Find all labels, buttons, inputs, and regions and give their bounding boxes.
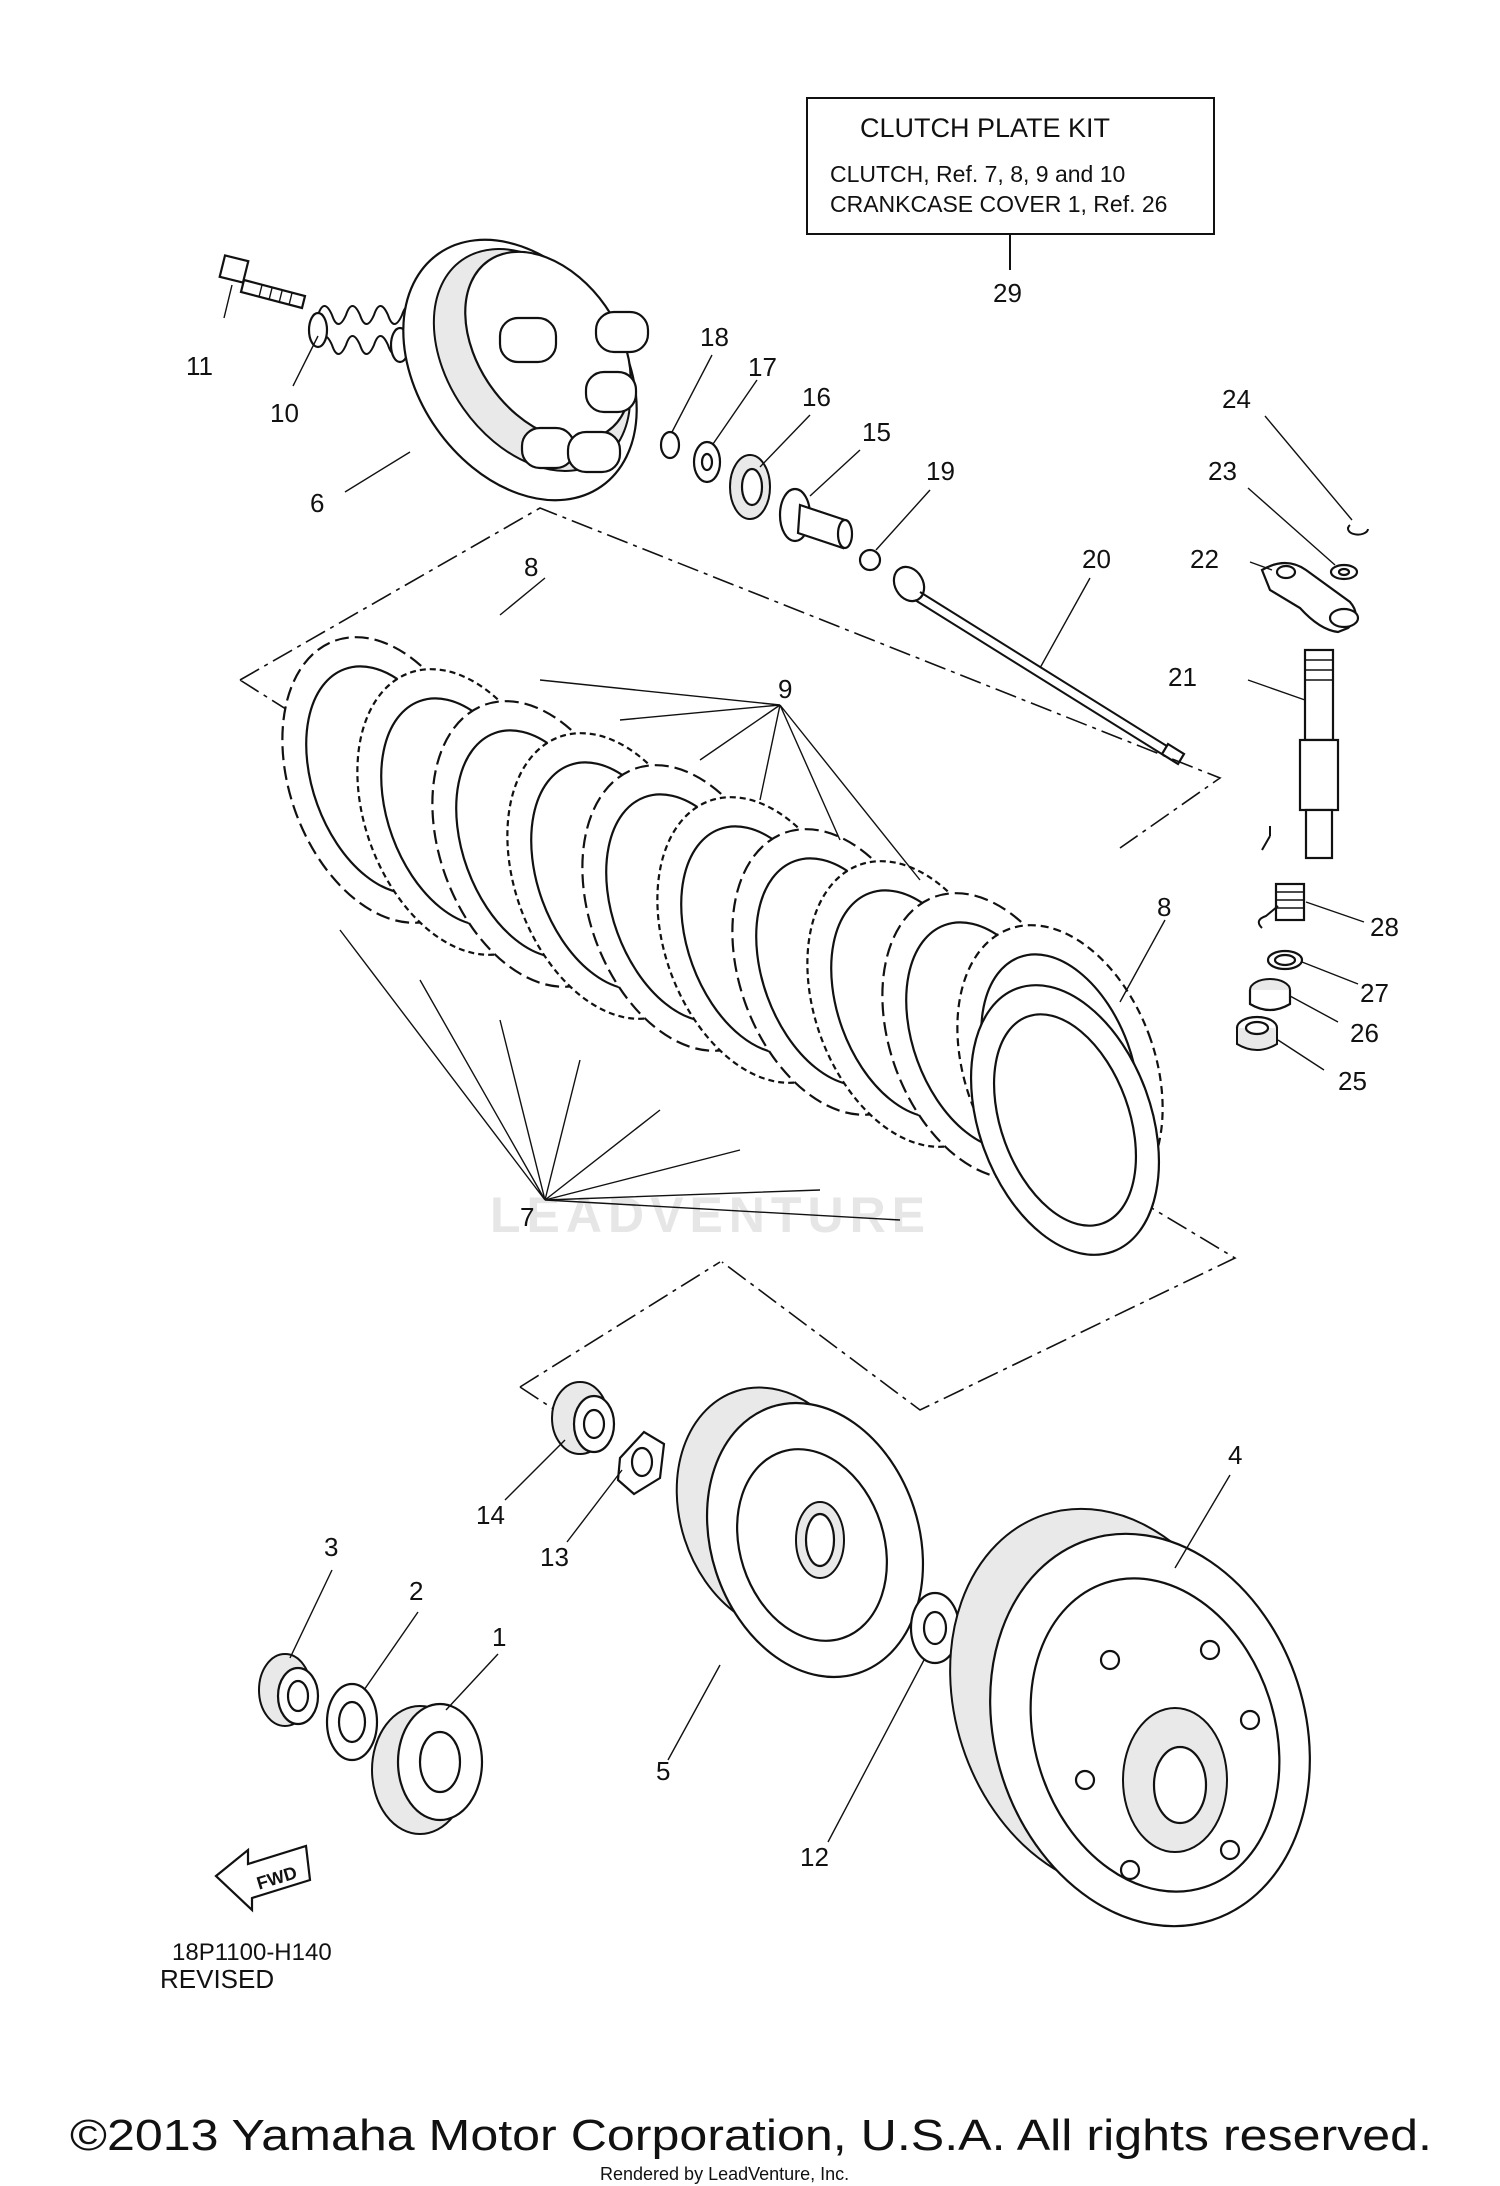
part-11-bolt: [218, 254, 307, 310]
part-12-washer: [909, 1591, 961, 1665]
kit-line-2: CRANKCASE COVER 1, Ref. 26: [830, 191, 1167, 217]
part-2-washer: [325, 1682, 379, 1762]
callout-15: 15: [862, 417, 891, 447]
callout-6: 6: [310, 488, 324, 518]
part-24-circlip: [1347, 524, 1369, 536]
part-21-shaft: [1298, 648, 1340, 860]
watermark: LEADVENTURE: [490, 1187, 931, 1243]
reference-lines: [339, 679, 921, 1221]
copyright-notice: ©2013 Yamaha Motor Corporation, U.S.A. A…: [70, 2111, 1432, 2160]
callout-29: 29: [993, 278, 1022, 308]
callout-10: 10: [270, 398, 299, 428]
callout-23: 23: [1208, 456, 1237, 486]
callout-8b: 8: [1157, 892, 1171, 922]
callout-2: 2: [409, 1576, 423, 1606]
callout-12: 12: [800, 1842, 829, 1872]
part-6-pressure-plate: [402, 238, 650, 502]
part-19-ball: [858, 548, 882, 572]
callout-7: 7: [520, 1202, 534, 1232]
rendered-by: Rendered by LeadVenture, Inc.: [600, 2164, 849, 2184]
revision-label: REVISED: [160, 1964, 274, 1994]
part-22-lever: [1260, 561, 1360, 634]
callout-8a: 8: [524, 552, 538, 582]
callout-5: 5: [656, 1756, 670, 1786]
clutch-plate-kit-box: CLUTCH PLATE KIT CLUTCH, Ref. 7, 8, 9 an…: [806, 97, 1215, 308]
callout-14: 14: [476, 1500, 505, 1530]
callout-24: 24: [1222, 384, 1251, 414]
part-16-bearing: [729, 454, 771, 520]
callout-28: 28: [1370, 912, 1399, 942]
part-17-washer: [692, 440, 722, 484]
part-20-push-rod-2: [892, 565, 1186, 766]
kit-line-1: CLUTCH, Ref. 7, 8, 9 and 10: [830, 161, 1125, 187]
part-25-bearing: [1235, 1015, 1279, 1051]
callout-18: 18: [700, 322, 729, 352]
clutch-plate-stack: [281, 636, 1164, 1256]
part-26-oil-seal: [1248, 978, 1292, 1012]
callout-26: 26: [1350, 1018, 1379, 1048]
hub-group-outline: [519, 1261, 721, 1411]
part-3-nut: [258, 1653, 320, 1727]
callout-4: 4: [1228, 1440, 1242, 1470]
callout-leaders: [223, 284, 1365, 1843]
callout-16: 16: [802, 382, 831, 412]
part-5-clutch-boss: [675, 1386, 925, 1679]
part-1-primary-drive-gear: [371, 1702, 484, 1835]
fwd-arrow-icon: FWD: [214, 1844, 312, 1913]
part-23-washer: [1329, 563, 1359, 581]
callout-25: 25: [1338, 1066, 1367, 1096]
part-27-circlip: [1266, 949, 1304, 971]
callout-27: 27: [1360, 978, 1389, 1008]
callout-numbers: 1 2 3 4 5 6 7 8 8 9 10 11 12 13 14 15 16…: [186, 322, 1399, 1872]
callout-13: 13: [540, 1542, 569, 1572]
callout-22: 22: [1190, 544, 1219, 574]
part-18-circlip: [659, 430, 681, 460]
kit-title: CLUTCH PLATE KIT: [860, 113, 1110, 143]
callout-9: 9: [778, 674, 792, 704]
callout-21: 21: [1168, 662, 1197, 692]
part-10-spring: [307, 305, 417, 364]
callout-11: 11: [186, 351, 213, 381]
callout-3: 3: [324, 1532, 338, 1562]
callout-19: 19: [926, 456, 955, 486]
callout-1: 1: [492, 1622, 506, 1652]
part-15-push-rod-1: [778, 487, 854, 550]
part-14-nut: [551, 1381, 616, 1455]
callout-20: 20: [1082, 544, 1111, 574]
part-13-lock-washer: [616, 1430, 666, 1496]
part-28-spring: [1257, 826, 1306, 929]
part-4-clutch-housing: [949, 1507, 1311, 1928]
callout-17: 17: [748, 352, 777, 382]
diagram-code: 18P1100-H140: [172, 1939, 332, 1966]
